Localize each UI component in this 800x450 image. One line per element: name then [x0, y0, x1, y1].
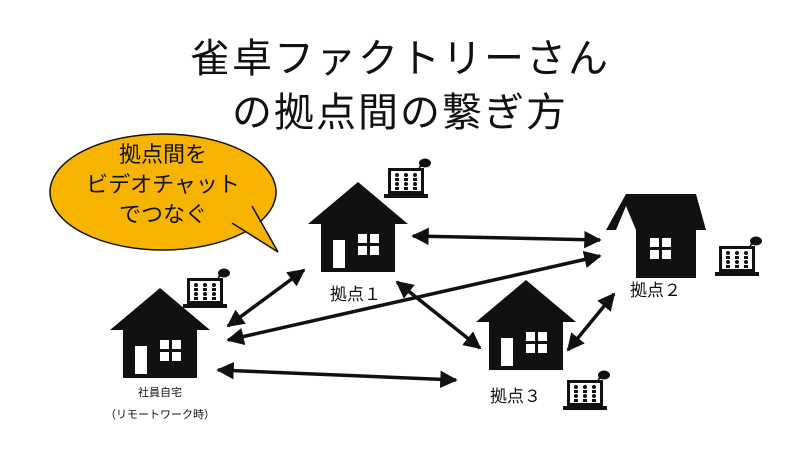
- laptop-video-chat-icon-base3: [563, 370, 610, 410]
- label-home-line2: （リモートワーク時）: [105, 408, 215, 421]
- bubble-text: 拠点間を ビデオチャット でつなぐ: [70, 141, 256, 231]
- arrow-base2-base3: [566, 292, 616, 352]
- arrow-base1-base2: [411, 227, 602, 249]
- label-base2: 拠点２: [630, 281, 681, 301]
- house-icon-base2: [606, 194, 706, 278]
- arrow-home-base3: [216, 361, 458, 389]
- bubble-line-1: 拠点間を: [118, 143, 207, 168]
- label-home: 社員自宅 （リモートワーク時）: [85, 382, 235, 426]
- bubble-line-2: ビデオチャット: [86, 173, 240, 198]
- arrow-base1-base3: [395, 280, 482, 350]
- arrow-base1-home: [226, 268, 306, 328]
- speech-bubble: [49, 133, 279, 253]
- label-base3: 拠点３: [490, 387, 541, 407]
- bubble-line-3: でつなぐ: [118, 203, 207, 228]
- house-icon-base3: [476, 280, 576, 370]
- label-base1: 拠点１: [330, 285, 381, 305]
- laptop-video-chat-icon-home: [183, 268, 230, 308]
- connections: [216, 227, 616, 389]
- title-line-1: 雀卓ファクトリーさん: [190, 36, 610, 82]
- label-home-line1: 社員自宅: [138, 386, 182, 399]
- laptop-video-chat-icon-base1: [384, 158, 431, 198]
- laptop-video-chat-icon-base2: [715, 236, 762, 276]
- title-line-2: の拠点間の繋ぎ方: [232, 90, 568, 136]
